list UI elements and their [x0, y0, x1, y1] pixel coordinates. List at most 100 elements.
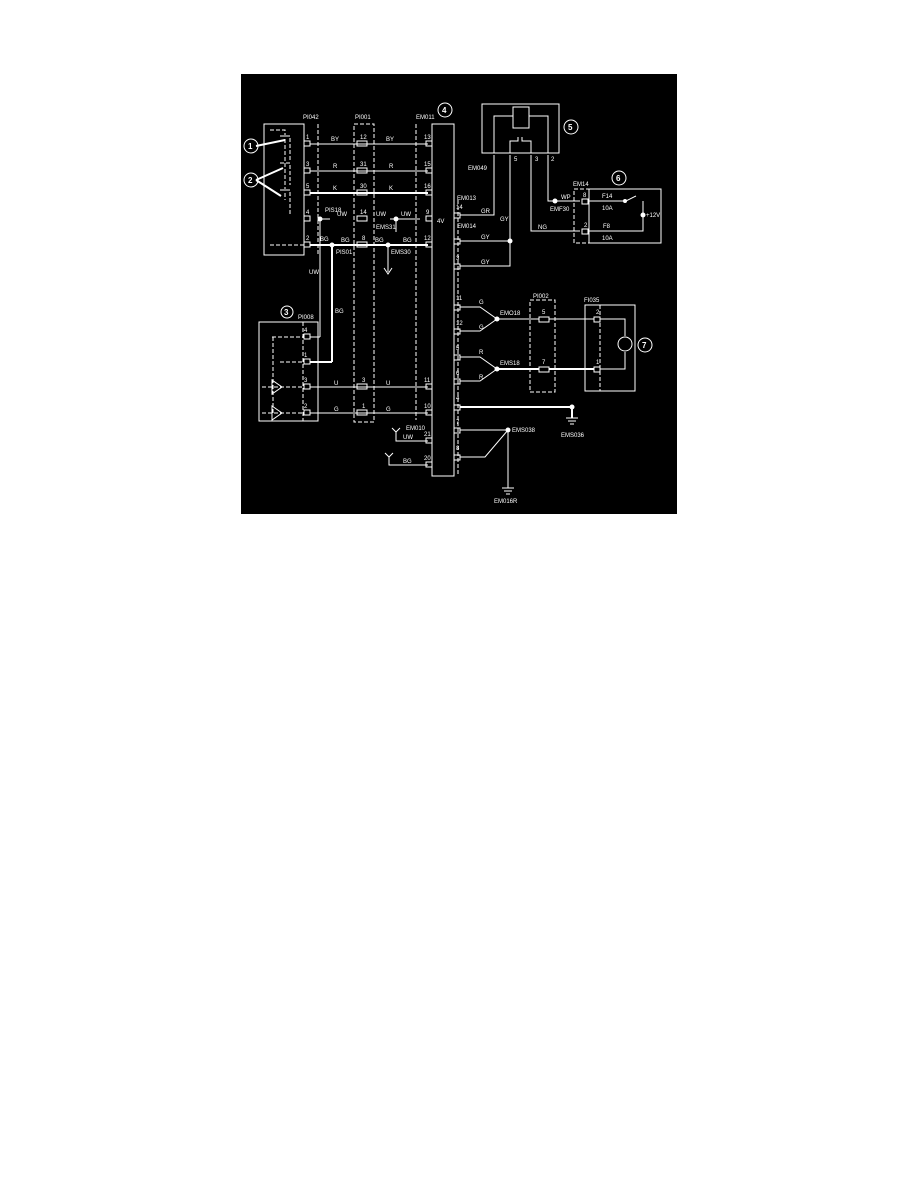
svg-text:3: 3 [284, 308, 289, 317]
svg-text:U: U [334, 381, 338, 387]
svg-text:20: 20 [424, 456, 431, 462]
splice-gy [507, 238, 513, 244]
svg-text:6: 6 [456, 371, 460, 377]
svg-text:EMS038: EMS038 [512, 428, 536, 434]
svg-text:PI002: PI002 [533, 294, 549, 300]
svg-text:BG: BG [403, 459, 412, 465]
svg-text:EMO18: EMO18 [500, 311, 521, 317]
svg-text:EMF30: EMF30 [550, 207, 570, 213]
svg-text:6: 6 [616, 174, 621, 183]
svg-text:G: G [386, 407, 391, 413]
callout-1: 1 [243, 138, 259, 154]
svg-text:UW: UW [337, 212, 347, 218]
svg-text:3: 3 [304, 378, 308, 384]
svg-text:K: K [333, 186, 337, 192]
svg-text:FI035: FI035 [584, 298, 600, 304]
svg-text:5: 5 [514, 157, 518, 163]
svg-text:1: 1 [596, 360, 600, 366]
module-label: 4V [437, 219, 444, 225]
svg-text:3: 3 [306, 162, 310, 168]
svg-text:10: 10 [424, 404, 431, 410]
svg-text:EM016R: EM016R [494, 499, 518, 505]
connector-em011-label: EM011 [416, 115, 435, 121]
svg-text:3: 3 [456, 256, 460, 262]
svg-text:BY: BY [386, 137, 394, 143]
svg-text:BG: BG [341, 238, 350, 244]
splice-ems30 [385, 242, 391, 248]
svg-text:21: 21 [424, 432, 431, 438]
svg-text:2: 2 [248, 176, 253, 185]
svg-text:8: 8 [362, 236, 366, 242]
svg-text:5: 5 [306, 184, 310, 190]
diagram-background [241, 74, 677, 514]
svg-text:2: 2 [304, 404, 308, 410]
svg-text:F8: F8 [603, 224, 611, 230]
module-4-box [431, 123, 455, 477]
svg-text:7: 7 [542, 360, 546, 366]
svg-text:7: 7 [642, 341, 647, 350]
svg-text:GY: GY [481, 260, 490, 266]
svg-text:BG: BG [335, 309, 344, 315]
svg-text:8: 8 [456, 446, 460, 452]
svg-text:2: 2 [596, 310, 600, 316]
svg-text:NG: NG [538, 225, 547, 231]
svg-text:10A: 10A [602, 236, 613, 242]
svg-text:4: 4 [304, 328, 308, 334]
svg-text:EM049: EM049 [468, 166, 488, 172]
svg-text:16: 16 [424, 184, 431, 190]
svg-text:11: 11 [456, 296, 463, 302]
svg-text:R: R [479, 350, 484, 356]
svg-text:G: G [479, 300, 484, 306]
svg-text:5: 5 [542, 310, 546, 316]
splice-ems18 [494, 366, 500, 372]
svg-text:30: 30 [360, 184, 367, 190]
svg-text:F14: F14 [602, 194, 613, 200]
svg-text:EMS036: EMS036 [561, 433, 585, 439]
svg-text:12: 12 [456, 321, 463, 327]
svg-text:15: 15 [424, 162, 431, 168]
splice-pis01 [329, 242, 335, 248]
svg-text:1: 1 [248, 142, 253, 151]
connector-pi001-label: PI001 [355, 115, 371, 121]
svg-text:9: 9 [426, 210, 430, 216]
connector-pi042-label: PI042 [303, 115, 319, 121]
svg-text:WP: WP [561, 195, 571, 201]
svg-text:1: 1 [362, 404, 366, 410]
svg-text:GY: GY [481, 235, 490, 241]
svg-text:1: 1 [306, 135, 310, 141]
svg-text:EMS31: EMS31 [376, 225, 396, 231]
svg-text:BG: BG [320, 237, 329, 243]
svg-text:UW: UW [403, 435, 413, 441]
svg-text:2: 2 [551, 157, 555, 163]
svg-text:K: K [389, 186, 393, 192]
callout-4: 4 [437, 102, 453, 118]
switch-assembly [255, 123, 319, 256]
svg-text:G: G [334, 407, 339, 413]
svg-text:5: 5 [456, 346, 460, 352]
splice-ems31 [393, 216, 399, 222]
splice-emo18 [494, 316, 500, 322]
svg-text:PI008: PI008 [298, 315, 314, 321]
svg-text:4: 4 [442, 106, 447, 115]
svg-text:8: 8 [583, 193, 587, 199]
svg-text:UW: UW [309, 270, 319, 276]
splice-emf30 [552, 198, 558, 204]
svg-text:14: 14 [456, 205, 463, 211]
svg-text:BG: BG [403, 238, 412, 244]
component-3: 3 PI008 41 32 [258, 305, 319, 422]
svg-text:3: 3 [535, 157, 539, 163]
svg-text:EMS30: EMS30 [391, 250, 411, 256]
svg-text:12: 12 [424, 236, 431, 242]
component-7-motor: FI035 2 1 7 [584, 298, 653, 392]
svg-text:R: R [389, 164, 394, 170]
svg-text:11: 11 [424, 378, 431, 384]
svg-text:UW: UW [401, 212, 411, 218]
svg-text:13: 13 [424, 135, 431, 141]
